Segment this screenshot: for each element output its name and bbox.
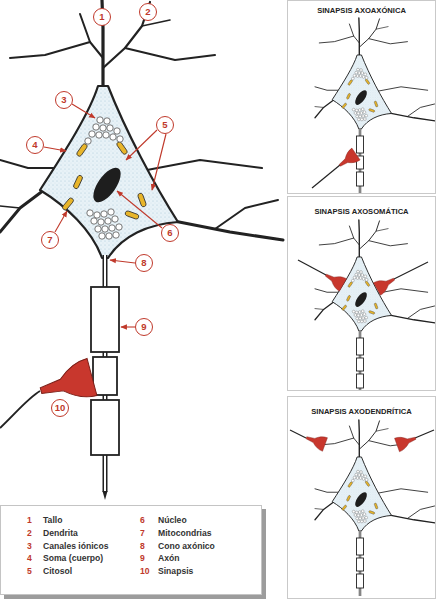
- callout-number: 2: [145, 7, 150, 17]
- callout-circle: 3: [55, 91, 73, 109]
- legend-number: 8: [140, 541, 145, 551]
- callout-number: 1: [99, 12, 104, 22]
- synapse-terminal: [336, 148, 360, 171]
- synapse-panel: SINAPSIS AXOAXÓNICA: [287, 0, 436, 194]
- main-neuron: [0, 0, 283, 500]
- callout-number: 9: [141, 322, 146, 332]
- synapse-terminal: [373, 273, 397, 295]
- legend-number: 9: [140, 553, 145, 563]
- legend-number: 2: [27, 528, 32, 538]
- mini-neuron: [298, 220, 435, 390]
- callout-circle: 5: [156, 116, 174, 134]
- legend-term: Canales iónicos: [43, 541, 108, 551]
- legend-number: 1: [27, 515, 32, 525]
- mini-neuron: [290, 420, 435, 596]
- leader-line: [110, 260, 135, 263]
- myelin-sheath: [357, 538, 364, 555]
- synapse-panel: SINAPSIS AXODENDRÍTICA: [287, 396, 436, 599]
- leader-line: [72, 104, 95, 118]
- callout-number: 5: [162, 120, 167, 130]
- legend-term: Citosol: [43, 566, 72, 576]
- leader-line: [44, 147, 66, 151]
- legend-term: Dendrita: [43, 528, 78, 538]
- legend-number: 10: [140, 566, 150, 576]
- presynaptic-fiber: [394, 262, 428, 279]
- legend-term: Sinapsis: [158, 566, 193, 576]
- panel-title: SINAPSIS AXODENDRÍTICA: [290, 407, 433, 416]
- neuron-body: [0, 0, 283, 258]
- presynaptic-fiber: [298, 260, 326, 275]
- presynaptic-fiber: [0, 391, 40, 428]
- callout-number: 6: [167, 228, 172, 238]
- mini-neuron: [312, 18, 435, 193]
- myelin-sheath: [357, 172, 364, 186]
- callout-circle: 8: [135, 254, 153, 272]
- callout-circle: 9: [135, 318, 153, 336]
- myelin-sheath: [93, 357, 117, 395]
- callout-circle: 4: [26, 136, 44, 154]
- myelin-sheath: [91, 400, 119, 455]
- synapse-terminal: [322, 269, 346, 291]
- legend-number: 7: [140, 528, 145, 538]
- presynaptic-fiber: [415, 430, 434, 438]
- synapse-panel: SINAPSIS AXOSOMÁTICA: [287, 196, 436, 391]
- myelin-sheath: [357, 338, 364, 355]
- synapse-terminal: [304, 431, 328, 451]
- leader-line: [152, 134, 166, 190]
- callout-circle: 2: [139, 3, 157, 21]
- myelin-sheath: [357, 358, 364, 371]
- legend-box: 1 Tallo 2 Dendrita 3 Canales iónicos 4 Soma (cu…: [0, 505, 262, 595]
- myelin-sheath: [357, 374, 364, 388]
- synapse-terminal: [395, 431, 419, 451]
- legend-term: Axón: [158, 553, 179, 563]
- presynaptic-fiber: [290, 430, 306, 438]
- callout-number: 10: [55, 403, 66, 413]
- callout-number: 8: [141, 258, 146, 268]
- callout-number: 3: [61, 95, 66, 105]
- leader-lines: [44, 104, 166, 327]
- callout-number: 4: [32, 140, 37, 150]
- legend-number: 4: [27, 553, 32, 563]
- legend-term: Cono axónico: [158, 541, 215, 551]
- legend-number: 3: [27, 541, 32, 551]
- legend-term: Núcleo: [158, 515, 187, 525]
- callout-circle: 6: [161, 224, 179, 242]
- neuron-body: [315, 18, 435, 129]
- legend-term: Soma (cuerpo): [43, 553, 103, 563]
- legend-term: Tallo: [43, 515, 62, 525]
- panel-title: SINAPSIS AXOAXÓNICA: [290, 6, 433, 15]
- legend-number: 6: [140, 515, 145, 525]
- legend-number: 5: [27, 566, 32, 576]
- callout-circle: 10: [51, 399, 69, 417]
- callout-number: 7: [47, 235, 52, 245]
- myelin-sheath: [357, 574, 364, 588]
- myelin-sheath: [357, 136, 364, 153]
- presynaptic-fiber: [312, 165, 340, 188]
- panel-title: SINAPSIS AXOSOMÁTICA: [290, 207, 433, 216]
- leader-line: [121, 326, 135, 327]
- leader-line: [126, 130, 157, 160]
- callout-circle: 1: [93, 8, 111, 26]
- neuron-body: [315, 220, 435, 331]
- axon-tip: [103, 491, 108, 500]
- leader-line: [55, 211, 67, 232]
- myelin-sheath: [357, 558, 364, 571]
- callout-circle: 7: [41, 231, 59, 249]
- leader-line: [117, 191, 162, 228]
- neuron-body: [315, 420, 435, 531]
- myelin-sheath: [91, 287, 119, 352]
- legend-term: Mitocondrias: [158, 528, 211, 538]
